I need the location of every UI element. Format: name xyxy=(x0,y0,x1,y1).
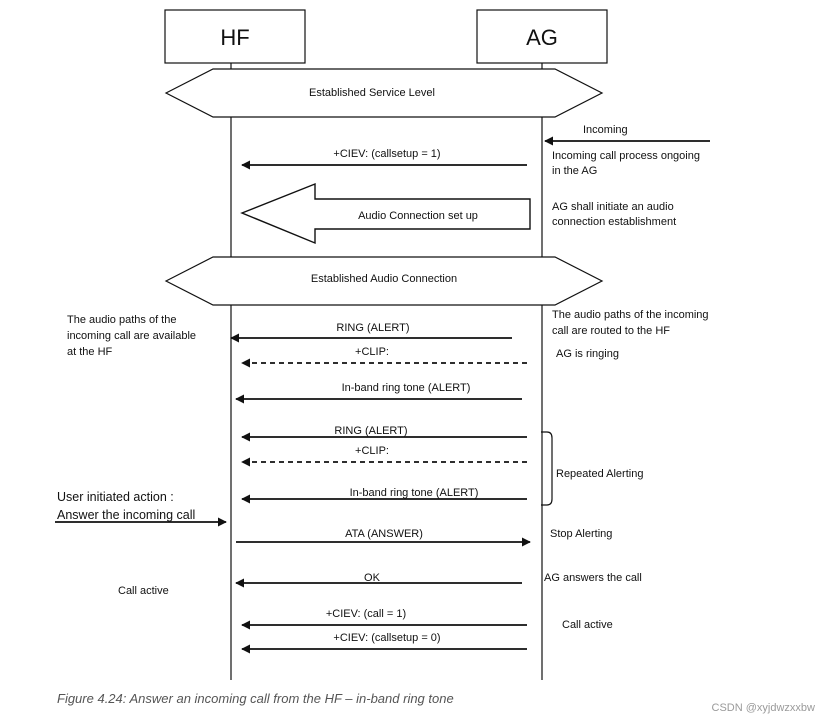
ciev-callsetup-0-label: +CIEV: (callsetup = 0) xyxy=(333,632,440,644)
user-action-line2: Answer the incoming call xyxy=(57,508,195,522)
audio-connection-phase: Established Audio Connection xyxy=(164,256,604,306)
audio-connection-label: Established Audio Connection xyxy=(311,273,457,285)
initiate-note-line1: AG shall initiate an audio xyxy=(552,201,674,213)
service-level-phase: Established Service Level xyxy=(164,68,604,118)
user-action-line1: User initiated action : xyxy=(57,490,174,504)
routed-note-line2: call are routed to the HF xyxy=(552,325,670,337)
hf-entity-box: HF xyxy=(164,9,306,64)
service-level-label: Established Service Level xyxy=(309,87,435,99)
call-active-hf-note: Call active xyxy=(118,585,169,597)
inband-2-label: In-band ring tone (ALERT) xyxy=(350,487,479,499)
ok-label: OK xyxy=(364,572,381,584)
routed-note-line1: The audio paths of the incoming xyxy=(552,309,709,321)
incoming-note: Incoming xyxy=(583,124,628,136)
clip-2-label: +CLIP: xyxy=(355,445,389,457)
process-note-line2: in the AG xyxy=(552,165,597,177)
available-note-line2: incoming call are available xyxy=(67,330,196,342)
process-note-line1: Incoming call process ongoing xyxy=(552,150,700,162)
ag-entity-box: AG xyxy=(476,9,608,64)
available-note-line1: The audio paths of the xyxy=(67,314,176,326)
audio-setup-block-arrow: Audio Connection set up xyxy=(240,182,531,245)
ciev-callsetup-1-label: +CIEV: (callsetup = 1) xyxy=(333,148,440,160)
figure-caption: Figure 4.24: Answer an incoming call fro… xyxy=(57,691,454,706)
initiate-note-line2: connection establishment xyxy=(552,216,676,228)
audio-setup-label: Audio Connection set up xyxy=(358,210,478,222)
inband-1-label: In-band ring tone (ALERT) xyxy=(342,382,471,394)
call-active-ag-note: Call active xyxy=(562,619,613,631)
ring-2-label: RING (ALERT) xyxy=(334,425,407,437)
ringing-note: AG is ringing xyxy=(556,348,619,360)
ring-1-label: RING (ALERT) xyxy=(336,322,409,334)
stop-alerting-note: Stop Alerting xyxy=(550,528,612,540)
ag-entity-label: AG xyxy=(526,25,558,50)
repeated-alerting-note: Repeated Alerting xyxy=(556,468,643,480)
available-note-line3: at the HF xyxy=(67,346,113,358)
ata-label: ATA (ANSWER) xyxy=(345,528,423,540)
repeated-alerting-bracket xyxy=(541,431,553,506)
ag-answers-note: AG answers the call xyxy=(544,572,642,584)
hf-entity-label: HF xyxy=(220,25,249,50)
clip-1-label: +CLIP: xyxy=(355,346,389,358)
ciev-call-1-label: +CIEV: (call = 1) xyxy=(326,608,406,620)
watermark: CSDN @xyjdwzxxbw xyxy=(712,702,816,714)
